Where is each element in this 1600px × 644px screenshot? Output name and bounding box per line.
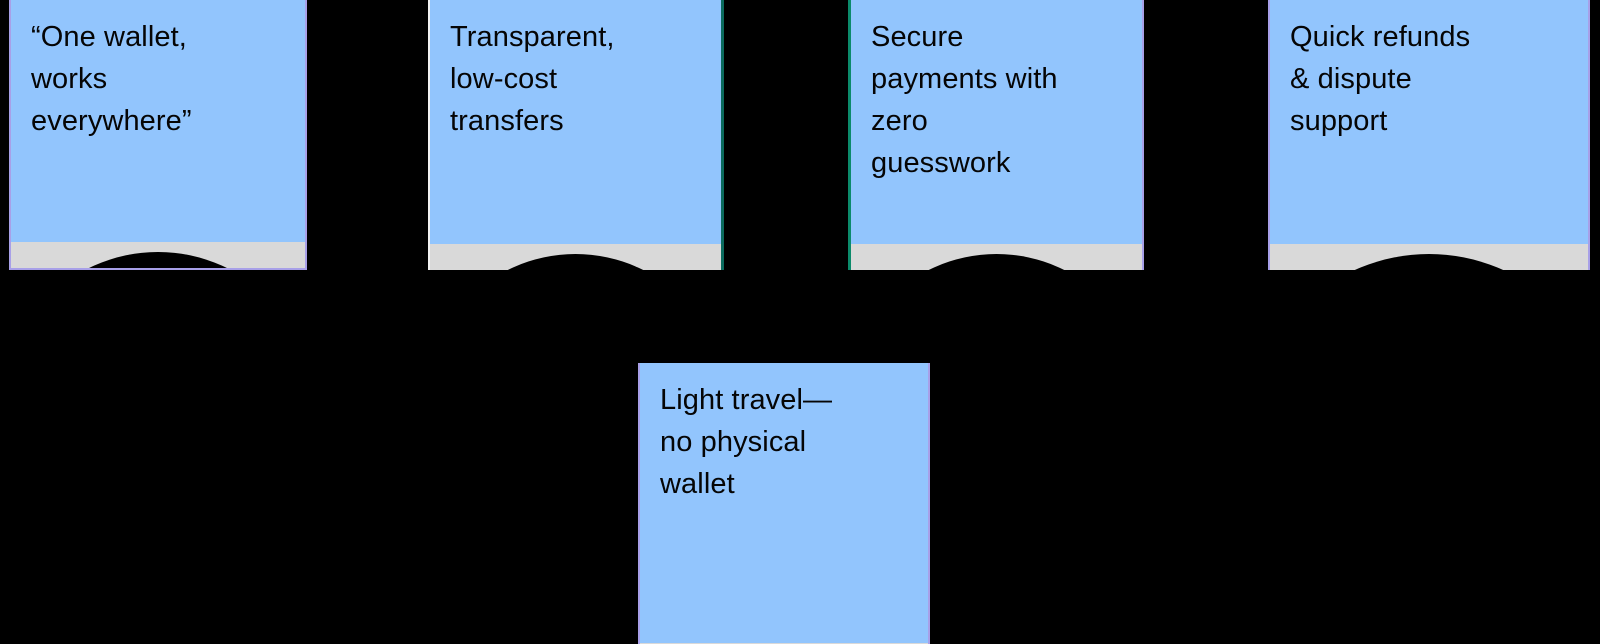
card-title: Secure payments with zero guesswork: [871, 21, 1058, 179]
card-footer-strip: [1270, 244, 1588, 270]
feature-card-quick-refunds[interactable]: Quick refunds & dispute support: [1268, 0, 1590, 270]
card-surface: “One wallet, works everywhere”: [11, 0, 305, 268]
card-title: “One wallet, works everywhere”: [31, 21, 192, 137]
card-surface: Transparent, low-cost transfers: [430, 0, 721, 270]
feature-card-light-travel[interactable]: Light travel— no physical wallet: [638, 363, 930, 644]
card-footer-strip: [11, 242, 305, 268]
card-footer-strip: [430, 244, 721, 270]
card-surface: Secure payments with zero guesswork: [851, 0, 1142, 270]
feature-card-transparent-transfers[interactable]: Transparent, low-cost transfers: [428, 0, 724, 270]
card-surface: Quick refunds & dispute support: [1270, 0, 1588, 270]
card-title: Transparent, low-cost transfers: [450, 21, 615, 137]
card-surface: Light travel— no physical wallet: [640, 363, 928, 644]
feature-card-one-wallet[interactable]: “One wallet, works everywhere”: [9, 0, 307, 270]
card-title: Light travel— no physical wallet: [660, 384, 833, 500]
card-footer-strip: [851, 244, 1142, 270]
card-title: Quick refunds & dispute support: [1290, 21, 1471, 137]
feature-card-secure-payments[interactable]: Secure payments with zero guesswork: [848, 0, 1144, 270]
